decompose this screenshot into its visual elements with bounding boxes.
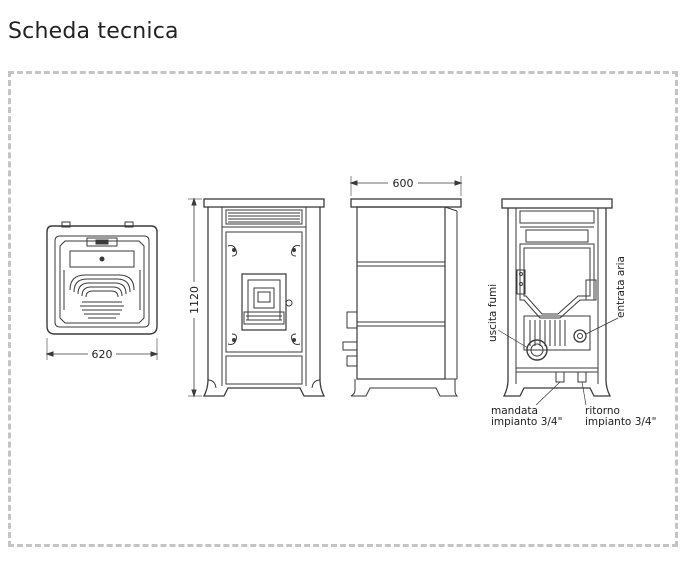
label-entrata-aria: entrata aria — [615, 256, 627, 318]
front-view — [188, 197, 326, 398]
label-mandata-line1: mandata — [491, 405, 538, 417]
top-view — [45, 221, 159, 360]
width-dimension-label: 620 — [92, 348, 113, 361]
side-view — [342, 176, 463, 397]
depth-dimension-label: 600 — [393, 177, 414, 190]
label-mandata-line2: impianto 3/4" — [491, 416, 562, 428]
height-dimension-label: 1120 — [188, 286, 201, 314]
label-uscita-fumi: uscita fumi — [487, 284, 499, 342]
label-ritorno-line2: impianto 3/4" — [585, 416, 656, 428]
rear-view — [497, 198, 619, 406]
label-ritorno-line1: ritorno — [585, 405, 620, 417]
technical-drawing-frame — [8, 71, 678, 547]
page-title: Scheda tecnica — [8, 19, 179, 44]
